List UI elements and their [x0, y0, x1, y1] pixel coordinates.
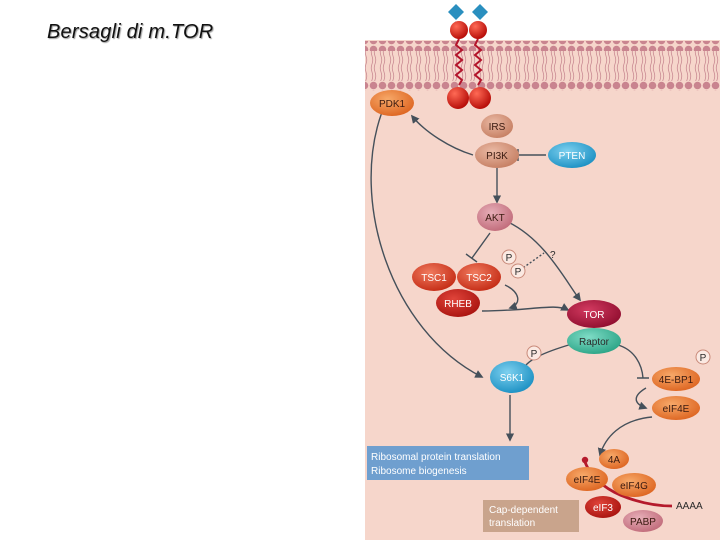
ribosomal-line-1: Ribosomal protein translation	[371, 452, 501, 463]
polya-tail-label: AAAA	[676, 501, 703, 512]
4ebp1-label: 4E-BP1	[659, 375, 694, 386]
4ebp1-node: 4E-BP1	[652, 367, 700, 391]
pabp-node: PABP	[623, 510, 663, 532]
svg-text:P: P	[506, 253, 513, 264]
pi3k-node: PI3K	[475, 142, 519, 168]
irs-node: IRS	[481, 114, 513, 138]
eif4e-free-label: eIF4E	[663, 404, 690, 415]
eif4e-label: eIF4E	[574, 475, 601, 486]
arrow-eif4e-complex	[597, 416, 653, 457]
insulin-receptor	[447, 4, 491, 109]
s6k1-node: S6K1	[490, 361, 534, 393]
s6k1-label: S6K1	[500, 373, 525, 384]
tsc2-label: TSC2	[466, 273, 492, 284]
tor-node: TOR	[567, 300, 621, 328]
eif3-label: eIF3	[593, 503, 613, 514]
phospho-tsc2-top: P	[501, 249, 517, 265]
pdk1-label: PDK1	[379, 99, 406, 110]
inhibit-raptor-4ebp1	[617, 344, 649, 379]
cap-dependent-line-2: translation	[489, 518, 535, 529]
slide-title: Bersagli di m.TOR	[47, 21, 214, 43]
eif4e-free-node: eIF4E	[652, 396, 700, 420]
cap-dependent-output-box: Cap-dependent translation	[483, 500, 579, 532]
pabp-label: PABP	[630, 517, 656, 528]
unknown-kinase-label: ?	[550, 250, 556, 261]
arrow-akt-tor	[507, 221, 582, 302]
pdk1-node: PDK1	[370, 90, 414, 116]
tor-label: TOR	[584, 310, 605, 321]
phospho-tsc2-side: P	[510, 263, 526, 279]
ribosomal-output-box: Ribosomal protein translation Ribosome b…	[367, 446, 529, 480]
raptor-label: Raptor	[579, 337, 610, 348]
mtor-pathway-diagram: PDK1 IRS PI3K PTEN AKT P P ? TSC1 TSC2 R…	[365, 4, 720, 540]
pten-node: PTEN	[548, 142, 596, 168]
eif3-node: eIF3	[585, 496, 621, 518]
arrow-tsc-rheb	[504, 284, 519, 310]
eif4e-node: eIF4E	[566, 467, 608, 491]
raptor-node: Raptor	[567, 328, 621, 354]
akt-node: AKT	[477, 203, 513, 231]
phospho-s6k1: P	[526, 345, 542, 361]
cell-membrane	[365, 41, 720, 91]
arrow-rheb-tor	[481, 303, 570, 312]
pi3k-label: PI3K	[486, 151, 508, 162]
irs-label: IRS	[489, 122, 506, 133]
tsc2-node: TSC2	[457, 263, 501, 291]
eif4g-label: eIF4G	[620, 481, 648, 492]
pten-label: PTEN	[559, 151, 586, 162]
akt-label: AKT	[485, 213, 504, 224]
inhibit-akt-tsc	[465, 232, 491, 263]
svg-text:P: P	[515, 267, 522, 278]
arrow-4ebp1-eif4e	[635, 387, 648, 410]
tsc1-node: TSC1	[412, 263, 456, 291]
svg-text:P: P	[700, 353, 707, 364]
cap-dependent-line-1: Cap-dependent	[489, 505, 558, 516]
eif4g-node: eIF4G	[612, 473, 656, 497]
mrna-cap	[581, 456, 589, 464]
rheb-node: RHEB	[436, 289, 480, 317]
arrow-pi3k-pdk1	[410, 114, 474, 156]
4a-label: 4A	[608, 455, 621, 466]
svg-text:P: P	[531, 349, 538, 360]
phospho-4ebp1: P	[695, 349, 711, 365]
tsc1-label: TSC1	[421, 273, 447, 284]
ribosomal-line-2: Ribosome biogenesis	[371, 466, 467, 477]
arrow-pdk1-s6k1	[370, 111, 484, 378]
rheb-label: RHEB	[444, 299, 472, 310]
4a-node: 4A	[599, 449, 629, 469]
